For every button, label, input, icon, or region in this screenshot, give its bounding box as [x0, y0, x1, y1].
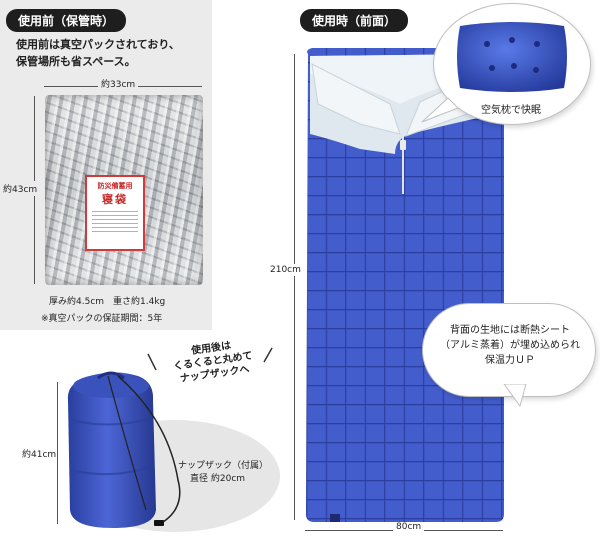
insulation-note-line2: （アルミ蒸着）が埋め込められ	[440, 340, 580, 351]
pillow-bubble-tail	[421, 97, 458, 123]
pack-width-label: 約33cm	[98, 77, 139, 90]
stuff-sack-caption: ナップザック（付属） 直径 約20cm	[178, 460, 268, 486]
sleeping-bag-image	[306, 48, 505, 522]
bag-width-label: 80cm	[393, 522, 425, 532]
insulation-bubble-tail	[503, 384, 527, 408]
before-use-description: 使用前は真空パックされており、 保管場所も省スペース。	[16, 36, 180, 70]
pack-tag: 防災備蓄用 寝袋	[85, 175, 145, 251]
before-desc-line1: 使用前は真空パックされており、	[16, 38, 180, 51]
pack-height-label: 約43cm	[3, 181, 38, 196]
front-view-badge: 使用時（前面）	[300, 9, 409, 32]
pillow-caption: 空気枕で快眠	[481, 105, 541, 116]
pack-tag-title: 防災備蓄用	[97, 182, 133, 190]
before-desc-line2: 保管場所も省スペース。	[16, 55, 136, 68]
insulation-note-line1: 背面の生地には断熱シート	[450, 325, 570, 336]
roll-callout-lines	[147, 347, 273, 371]
bag-height-label: 210cm	[270, 264, 301, 276]
air-pillow-image	[457, 22, 567, 92]
insulation-note-line3: 保温力ＵＰ	[485, 355, 535, 366]
pack-warranty: ※真空パックの保証期間：5年	[41, 314, 163, 324]
before-use-badge: 使用前（保管時）	[6, 9, 127, 32]
roll-height-line	[57, 382, 58, 524]
stuff-sack-image	[67, 371, 181, 528]
bag-height-line	[294, 54, 295, 520]
pack-thickness-weight: 厚み約4.5cm 重さ約1.4kg	[49, 297, 166, 307]
pack-tag-main: 寝袋	[102, 193, 128, 206]
insulation-bubble	[423, 304, 595, 396]
stuff-sack-line2: 直径 約20cm	[190, 474, 246, 484]
insulation-note: 背面の生地には断熱シート （アルミ蒸着）が埋め込められ 保温力ＵＰ	[428, 323, 592, 368]
roll-height-label: 約41cm	[22, 446, 57, 461]
pack-tag-fineprint	[92, 211, 138, 233]
stuff-sack-line1: ナップザック（付属）	[178, 461, 269, 471]
